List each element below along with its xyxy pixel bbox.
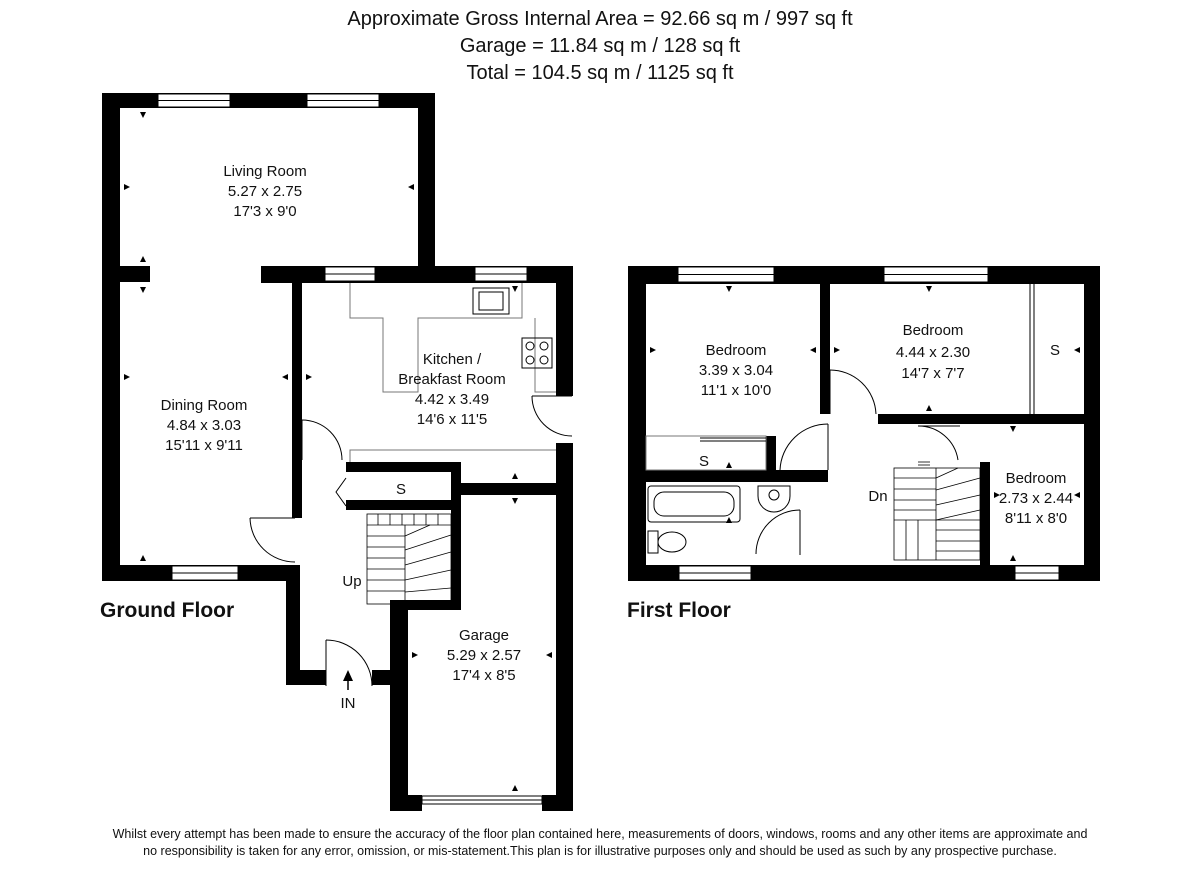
kitchen-metric: 4.42 x 3.49: [415, 391, 489, 408]
entrance-label: IN: [341, 695, 356, 712]
first-storage-label-2: S: [1050, 342, 1060, 359]
garage-label: Garage 5.29 x 2.57 17'4 x 8'5: [447, 627, 521, 684]
living-room-name: Living Room: [223, 163, 306, 180]
bedroom1-imperial: 11'1 x 10'0: [701, 382, 772, 399]
dining-room-imperial: 15'11 x 9'11: [165, 437, 243, 454]
ground-floor-plan: Living Room 5.27 x 2.75 17'3 x 9'0 Dinin…: [100, 93, 573, 811]
first-floor-dimension-markers: [650, 286, 1080, 561]
bedroom3-label: Bedroom 2.73 x 2.44 8'11 x 8'0: [999, 470, 1073, 527]
first-floor-doors: [779, 369, 960, 471]
first-floor-windows: [677, 266, 1060, 581]
ground-floor-windows: [157, 93, 543, 805]
ground-floor-stairs: [366, 513, 452, 605]
first-floor-plan: Bedroom 3.39 x 3.04 11'1 x 10'0 Bedroom …: [627, 266, 1100, 622]
bathroom-fittings: [647, 485, 801, 555]
bedroom3-name: Bedroom: [1006, 470, 1067, 487]
total-area-line: Total = 104.5 sq m / 1125 sq ft: [466, 62, 734, 84]
first-storage-label-1: S: [699, 453, 709, 470]
area-summary: Approximate Gross Internal Area = 92.66 …: [0, 6, 1200, 87]
bedroom2-metric: 4.44 x 2.30: [896, 344, 970, 361]
bedroom2-name: Bedroom: [903, 322, 964, 339]
bedroom3-imperial: 8'11 x 8'0: [1005, 510, 1067, 527]
bedroom1-name: Bedroom: [706, 342, 767, 359]
garage-imperial: 17'4 x 8'5: [452, 667, 515, 684]
disclaimer: Whilst every attempt has been made to en…: [0, 826, 1200, 860]
garage-metric: 5.29 x 2.57: [447, 647, 521, 664]
ground-floor-dimension-markers: [124, 112, 552, 791]
kitchen-label: Kitchen / Breakfast Room 4.42 x 3.49 14'…: [398, 351, 506, 428]
kitchen-name-line2: Breakfast Room: [398, 371, 506, 388]
bedroom2-imperial: 14'7 x 7'7: [901, 365, 964, 382]
ground-stairs-label: Up: [342, 573, 361, 590]
ground-storage-label: S: [396, 481, 406, 498]
kitchen-name-line1: Kitchen /: [423, 351, 482, 368]
first-floor-stairs: [893, 461, 981, 561]
ground-floor-title: Ground Floor: [100, 599, 234, 622]
bedroom1-metric: 3.39 x 3.04: [699, 362, 773, 379]
disclaimer-line1: Whilst every attempt has been made to en…: [112, 827, 1088, 841]
garage-name: Garage: [459, 627, 509, 644]
dining-room-metric: 4.84 x 3.03: [167, 417, 241, 434]
first-floor-title: First Floor: [627, 599, 731, 622]
living-room-imperial: 17'3 x 9'0: [233, 203, 296, 220]
dining-room-label: Dining Room 4.84 x 3.03 15'11 x 9'11: [161, 397, 248, 454]
bedroom1-label: Bedroom 3.39 x 3.04 11'1 x 10'0: [699, 342, 773, 399]
kitchen-imperial: 14'6 x 11'5: [417, 411, 488, 428]
disclaimer-line2: no responsibility is taken for any error…: [143, 844, 1057, 858]
gross-area-line: Approximate Gross Internal Area = 92.66 …: [347, 8, 853, 30]
bedroom2-label: Bedroom 4.44 x 2.30 14'7 x 7'7: [896, 322, 970, 382]
garage-area-line: Garage = 11.84 sq m / 128 sq ft: [459, 35, 741, 57]
living-room-metric: 5.27 x 2.75: [228, 183, 302, 200]
first-floor-walls: [628, 266, 1100, 581]
ground-floor-doors: [249, 395, 573, 687]
dining-room-name: Dining Room: [161, 397, 248, 414]
entrance-arrow-icon: [343, 670, 353, 690]
living-room-label: Living Room 5.27 x 2.75 17'3 x 9'0: [223, 163, 306, 220]
bedroom3-metric: 2.73 x 2.44: [999, 490, 1073, 507]
first-stairs-label: Dn: [868, 488, 887, 505]
first-floor-wardrobes: [645, 284, 1035, 471]
kitchen-fittings: [349, 283, 556, 462]
